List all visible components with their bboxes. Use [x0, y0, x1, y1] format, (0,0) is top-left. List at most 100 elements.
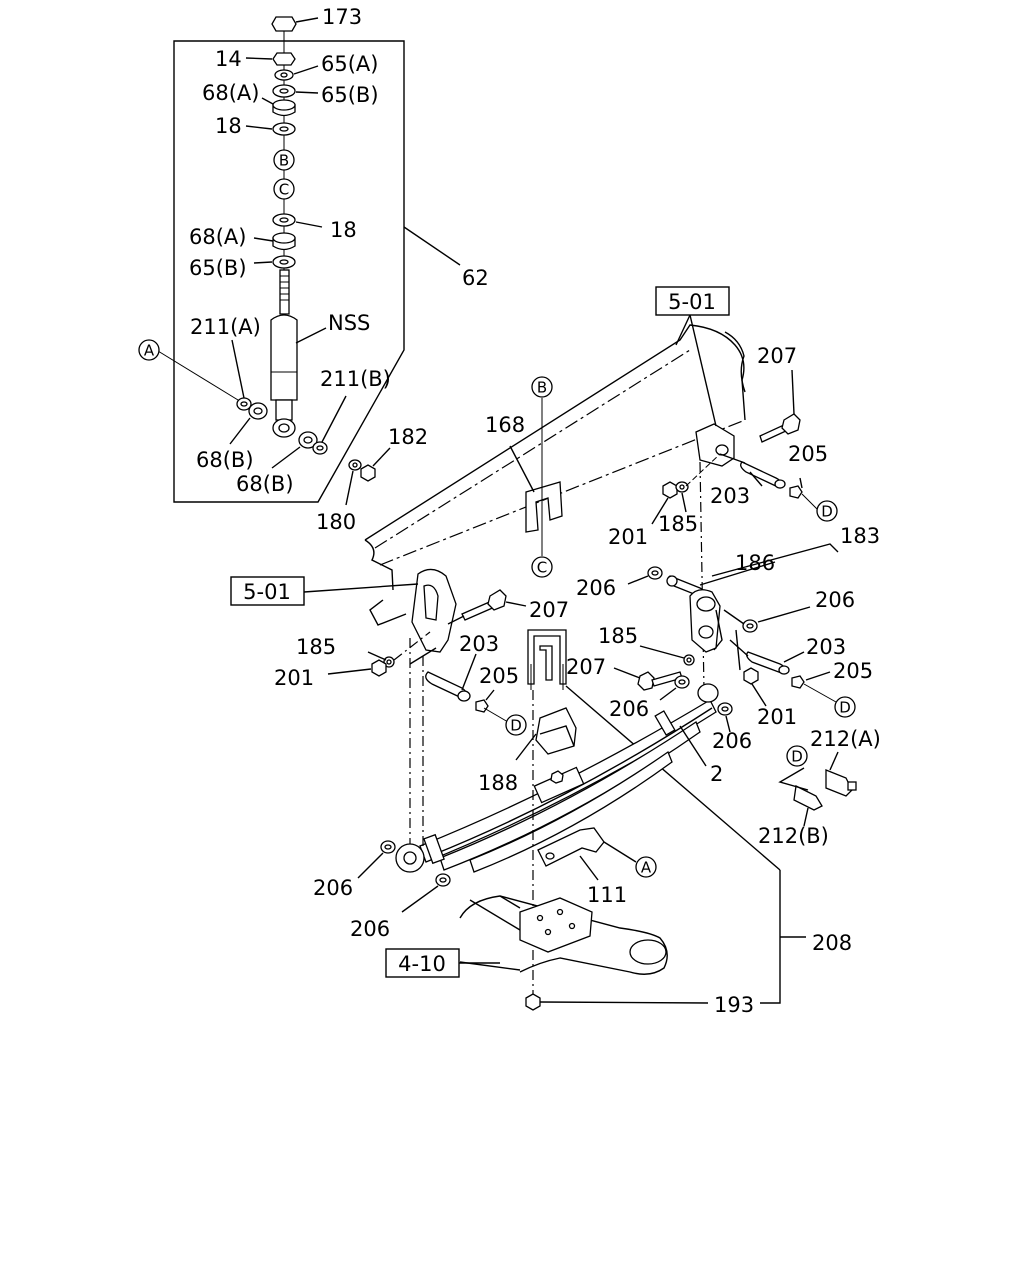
label-208: 208 [812, 931, 852, 955]
pin-203-top [740, 461, 786, 489]
bolt-207-top [759, 369, 801, 443]
ref-410-text: 4-10 [398, 952, 446, 976]
leader-208-bracket [760, 870, 781, 1004]
label-207-mid-left: 207 [529, 598, 569, 622]
svg-text:C: C [279, 181, 289, 199]
label-205-mid-right: 205 [833, 659, 873, 683]
leader-d-grease [778, 767, 809, 791]
label-180: 180 [316, 510, 356, 534]
spring-eye-front [395, 843, 425, 873]
nut-201-washer-185-top [651, 481, 689, 525]
circled-a-bracket: A [635, 856, 657, 878]
svg-text:B: B [537, 379, 547, 397]
front-spring-bracket [303, 568, 457, 653]
leader-501-b [689, 314, 717, 427]
svg-text:D: D [821, 503, 833, 521]
washer-65b-top [272, 84, 319, 98]
label-207-top-right: 207 [757, 344, 797, 368]
grease-nipple-205-right [791, 671, 837, 703]
label-207-mid-right: 207 [566, 655, 606, 679]
label-203-top-right: 203 [710, 484, 750, 508]
label-206-c: 206 [609, 697, 649, 721]
label-18-top: 18 [215, 114, 242, 138]
label-111: 111 [587, 883, 627, 907]
svg-text:D: D [791, 748, 803, 766]
label-65b-top: 65(B) [321, 83, 379, 107]
label-14: 14 [215, 47, 242, 71]
nut-193 [525, 993, 709, 1011]
bump-stopper-188 [515, 707, 577, 761]
label-193: 193 [714, 993, 754, 1017]
pin-axis-right [729, 639, 749, 657]
shock-bracket-111 [537, 827, 637, 881]
label-201-mid-right: 201 [757, 705, 797, 729]
label-212b: 212(B) [758, 824, 829, 848]
spring-eye-rear [697, 683, 719, 703]
washer-18-mid [272, 213, 323, 228]
circled-b-shock: B [273, 149, 295, 171]
svg-text:B: B [279, 152, 289, 170]
label-185-mid-left: 185 [296, 635, 336, 659]
washer-206-c [659, 675, 690, 701]
washer-65a-top [274, 65, 319, 81]
pin-axis-line [719, 453, 746, 464]
shackle-to-washer [723, 609, 745, 625]
bolt-207-mr [613, 667, 683, 691]
leaf-spring-2 [419, 699, 717, 873]
label-186: 186 [735, 551, 775, 575]
label-173: 173 [322, 5, 362, 29]
label-206-a: 206 [576, 576, 616, 600]
leader-circle-a-shock [157, 350, 239, 401]
svg-text:D: D [510, 717, 522, 735]
front-axle-4-10 [459, 895, 668, 975]
label-185-mid-right: 185 [598, 624, 638, 648]
label-168: 168 [485, 413, 525, 437]
circled-a-shock: A [138, 339, 160, 361]
label-185-top-right: 185 [658, 512, 698, 536]
nut-173 [271, 16, 319, 32]
circled-d-mid-right: D [834, 696, 856, 718]
shock-absorber-body [270, 269, 327, 438]
grease-nipple-205-top [789, 477, 819, 511]
label-201-mid-left: 201 [274, 666, 314, 690]
bolt-207-left [461, 589, 527, 621]
ref-501-left-text: 5-01 [243, 580, 291, 604]
label-201-top-right: 201 [608, 525, 648, 549]
svg-text:C: C [537, 559, 547, 577]
left-dashed-link [393, 631, 431, 661]
circled-d-mid-left: D [505, 714, 527, 736]
label-183: 183 [840, 524, 880, 548]
svg-text:A: A [641, 859, 652, 877]
label-65a-top: 65(A) [321, 52, 378, 76]
washer-18-top [245, 122, 296, 136]
washer-206-f [401, 873, 451, 913]
frame-rail [364, 324, 746, 626]
leader-183 [711, 543, 839, 577]
washer-185-mr [639, 645, 695, 666]
label-188: 188 [478, 771, 518, 795]
leader-501-a [675, 314, 691, 346]
label-203-mid-right: 203 [806, 635, 846, 659]
label-206-d: 206 [712, 729, 752, 753]
nut-201-left [327, 659, 387, 677]
ref-box-410: 4-10 [385, 948, 460, 978]
bushing-68a-mid [253, 232, 296, 251]
svg-text:D: D [839, 699, 851, 717]
shock-absorber-kit-outline [173, 40, 461, 503]
part-labels: 173 14 65(A) 68(A) 65(B) 18 18 68(A) 65(… [189, 5, 881, 1017]
label-205-mid-left: 205 [479, 664, 519, 688]
label-206-b: 206 [815, 588, 855, 612]
label-203-mid-left: 203 [459, 632, 499, 656]
circled-c-frame: C [531, 556, 553, 578]
label-68b-right: 68(B) [236, 472, 294, 496]
bolt-axis-left [447, 615, 465, 625]
shackle-183 [689, 589, 723, 653]
label-nss: NSS [328, 311, 370, 335]
label-211b: 211(B) [320, 367, 391, 391]
nut-14 [245, 52, 296, 66]
circled-b-frame: B [531, 376, 553, 398]
label-182: 182 [388, 425, 428, 449]
ref-501-top-text: 5-01 [668, 290, 716, 314]
